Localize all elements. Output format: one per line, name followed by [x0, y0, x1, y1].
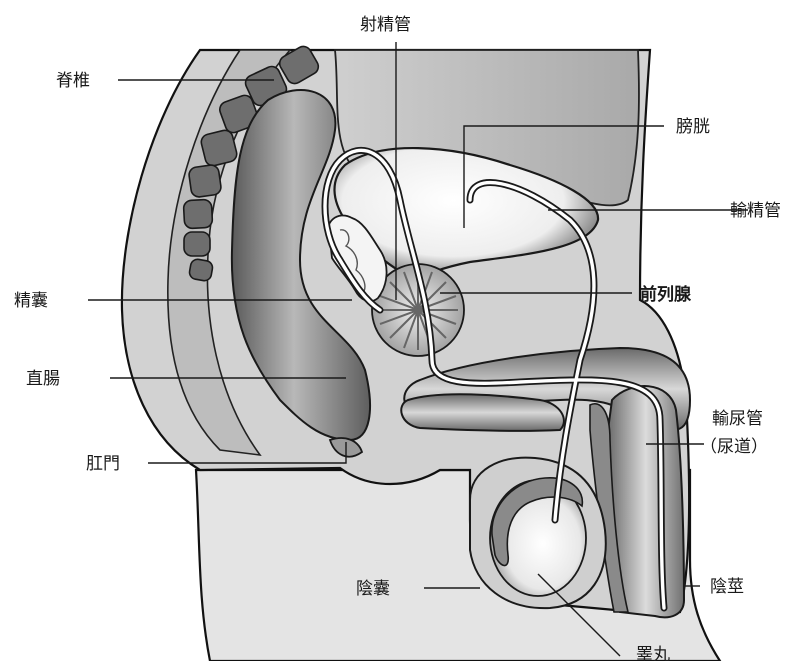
label-seminal-vesicle: 精囊	[14, 291, 48, 311]
label-prostate: 前列腺	[640, 284, 692, 305]
label-urethra-line2: （尿道）	[700, 437, 768, 457]
label-anus: 肛門	[86, 454, 120, 474]
label-ejaculatory-duct: 射精管	[360, 15, 411, 35]
label-testis: 睪丸	[636, 645, 670, 661]
label-rectum: 直腸	[26, 369, 60, 389]
label-bladder: 膀胱	[676, 117, 710, 137]
label-scrotum: 陰囊	[356, 579, 390, 599]
bulb-tube	[401, 394, 564, 431]
label-urethra-line1: 輸尿管	[712, 409, 763, 429]
label-vas-deferens: 輸精管	[730, 201, 781, 221]
label-penis: 陰莖	[710, 577, 744, 597]
label-spine: 脊椎	[56, 71, 90, 91]
